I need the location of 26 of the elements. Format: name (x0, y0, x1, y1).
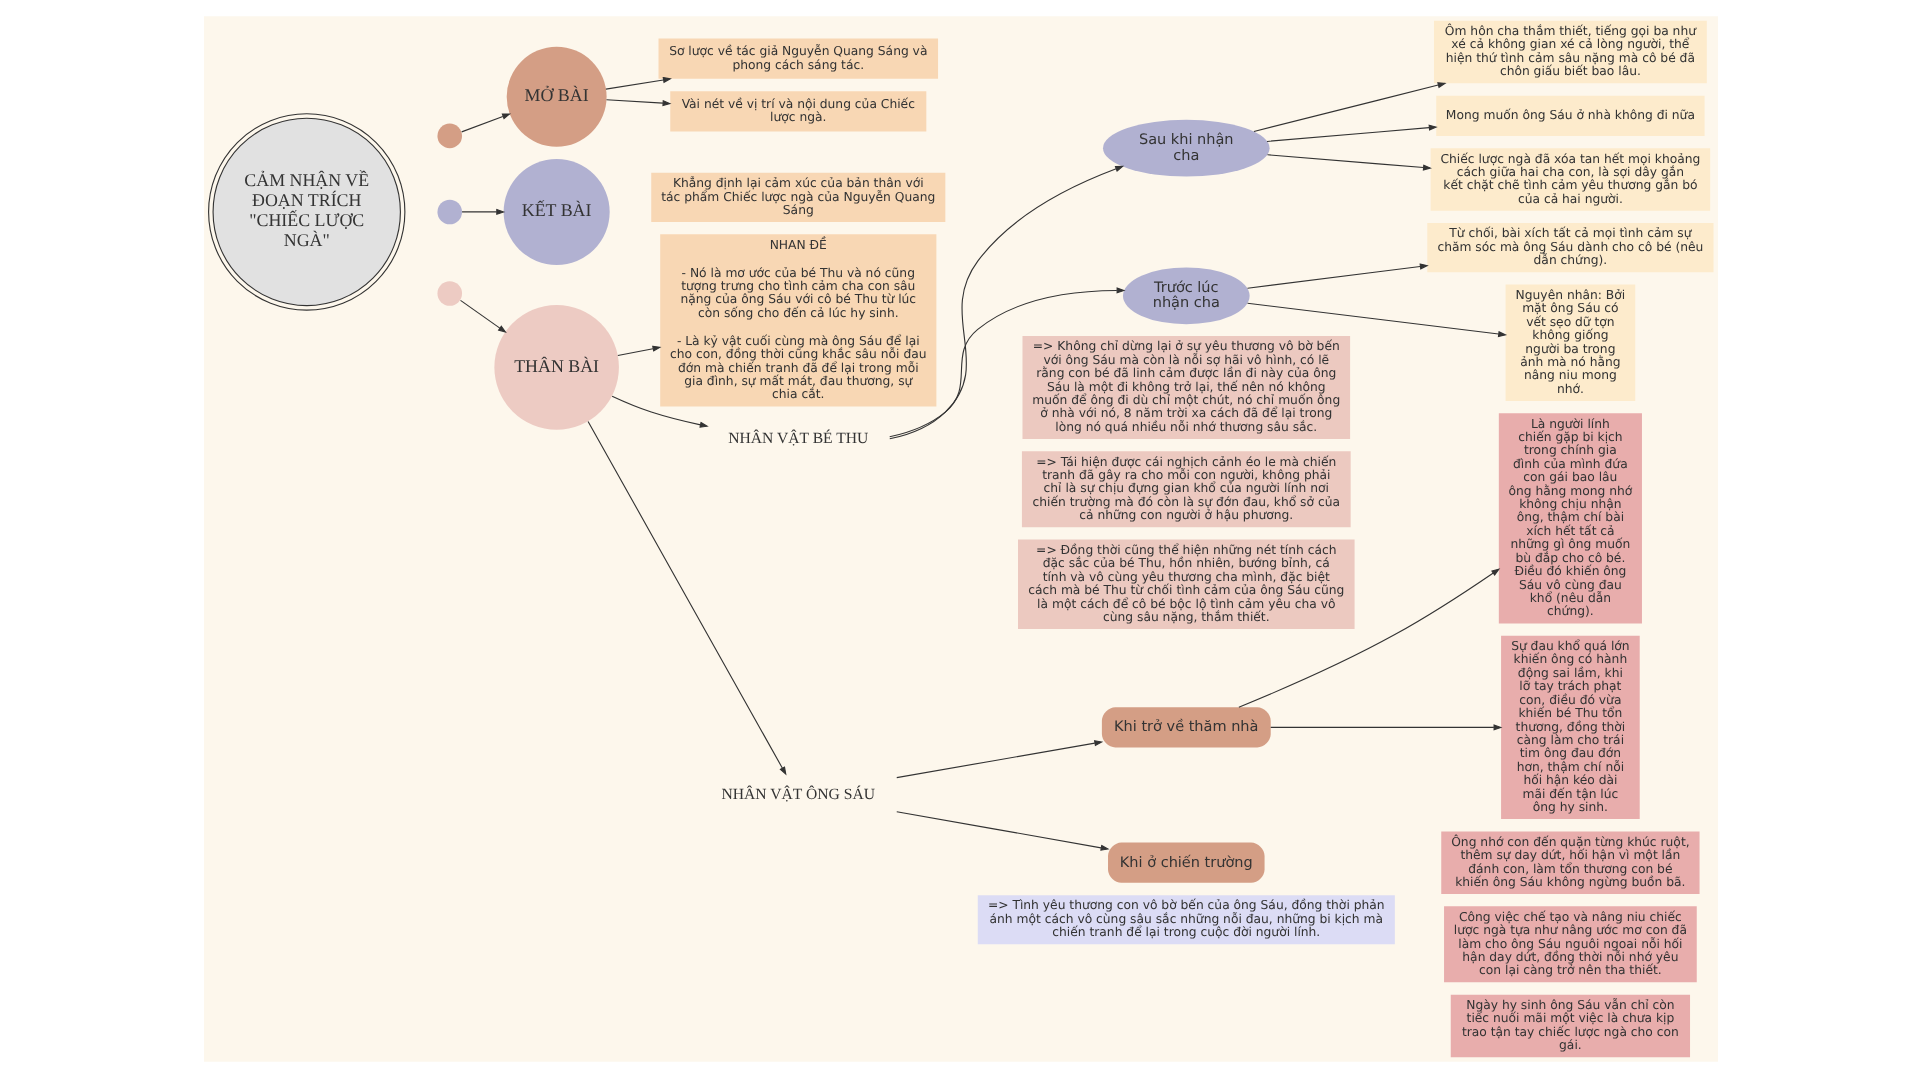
arrow (888, 165, 1124, 440)
node-circle (436, 199, 462, 225)
arrow (1237, 568, 1500, 708)
arrow (458, 299, 506, 334)
arrow (1245, 302, 1507, 338)
arrow (586, 420, 786, 776)
node-text: NHÂN VẬT BÉ THU (727, 429, 868, 448)
arrow (604, 76, 671, 90)
arrow (895, 740, 1103, 779)
arrow (888, 287, 1125, 438)
arrow (1269, 724, 1502, 731)
node-circle: MỞ BÀI (505, 46, 606, 147)
arrow (604, 99, 671, 107)
arrow (616, 345, 661, 357)
arrow (1265, 124, 1437, 142)
node-circle (436, 123, 462, 149)
arrow (460, 113, 511, 133)
node-circle (436, 281, 462, 306)
node-text: NHÂN VẬT ÔNG SÁU (720, 784, 875, 803)
node-circle: KẾT BÀI (502, 158, 609, 265)
arrow (610, 395, 708, 428)
arrow (460, 208, 505, 216)
arrow (895, 811, 1109, 851)
arrow (1252, 82, 1446, 132)
arrow (1245, 263, 1428, 289)
arrow (1265, 154, 1431, 171)
